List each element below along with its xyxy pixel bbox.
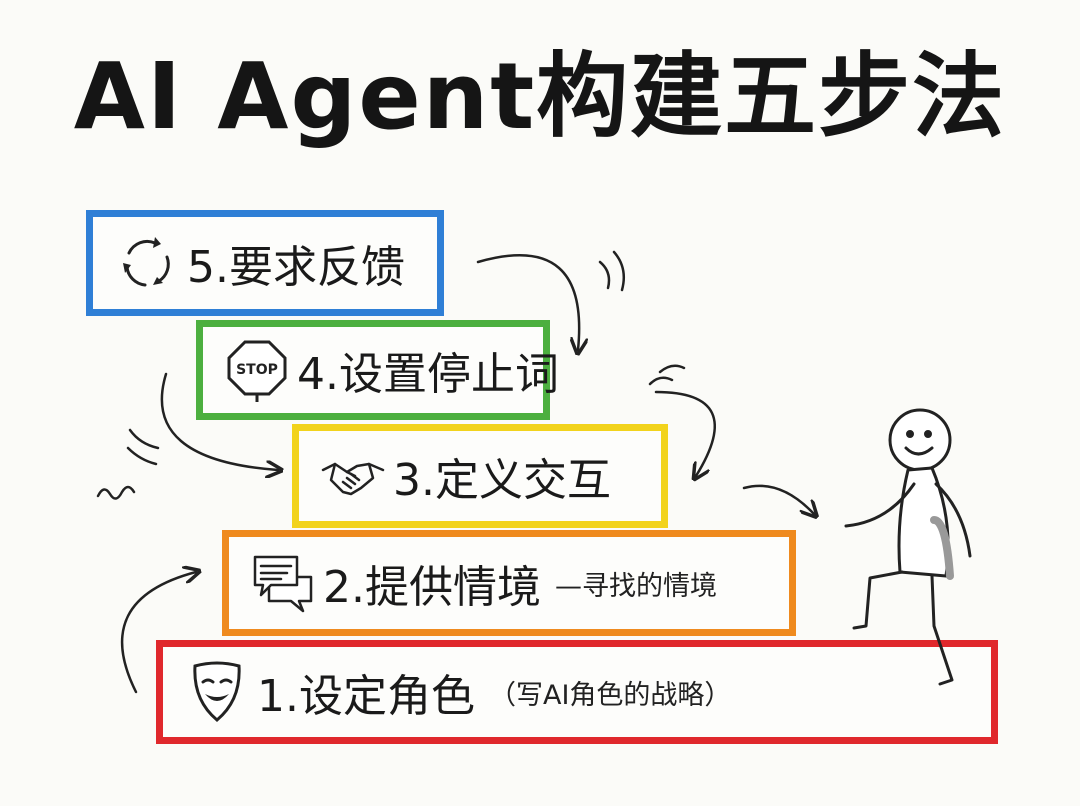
arrow-4-to-3: [162, 374, 278, 470]
arrow-2-to-1: [122, 572, 196, 692]
motion-lines-left: [128, 430, 158, 464]
arrow-3-to-2: [656, 392, 715, 476]
squiggle: [98, 487, 134, 499]
arrow-to-figure: [744, 486, 814, 514]
motion-lines-right: [650, 366, 684, 384]
stick-figure: [846, 410, 970, 684]
arrow-5-to-4: [478, 255, 579, 350]
motion-lines: [600, 252, 624, 290]
